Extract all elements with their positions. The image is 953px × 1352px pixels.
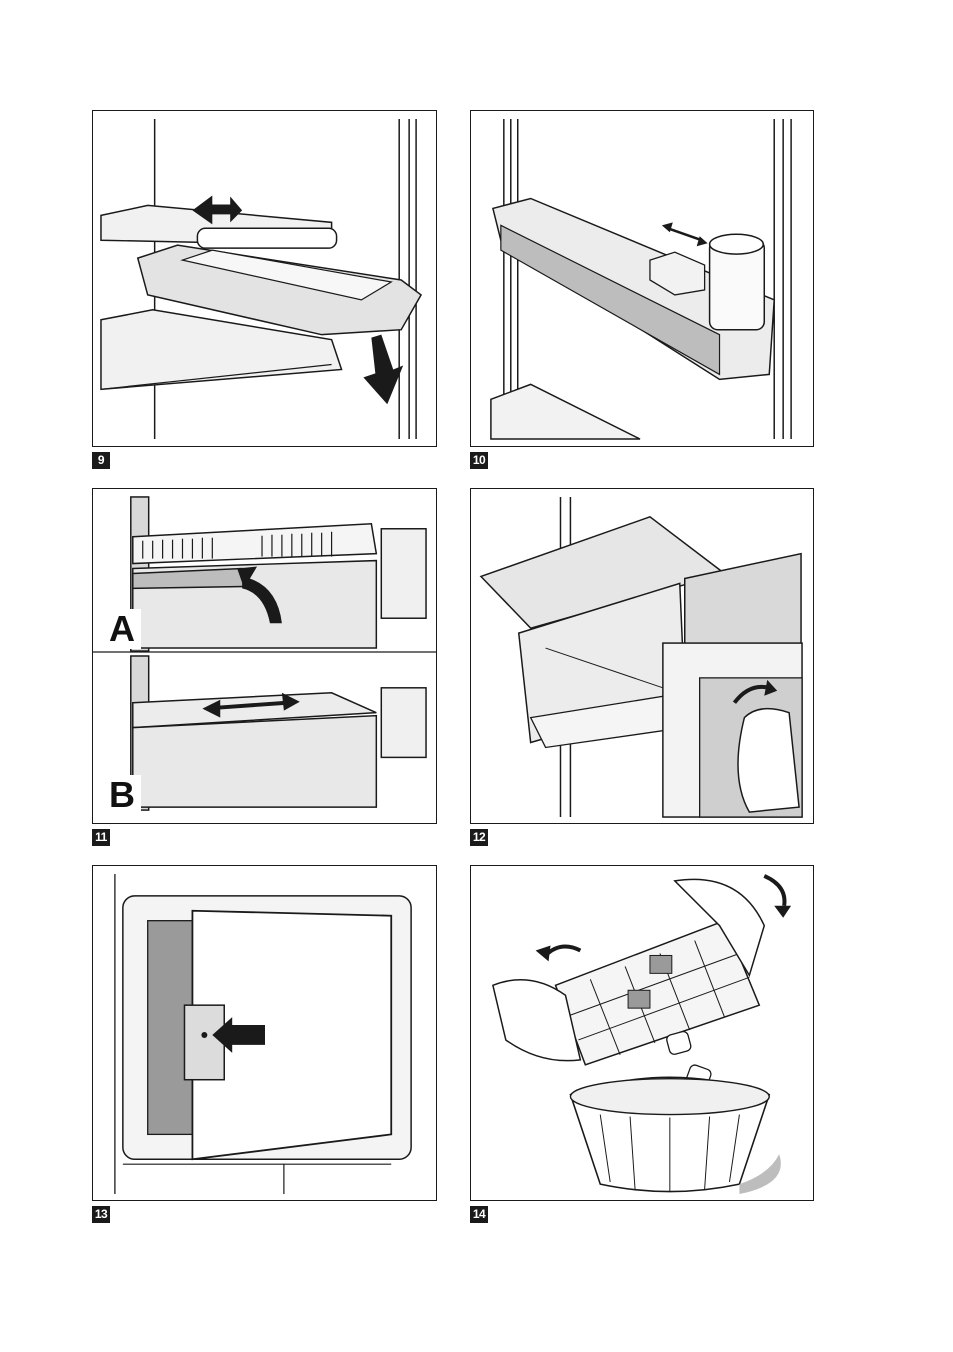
figure-13-illustration: [92, 865, 437, 1201]
figure-10-illustration: [470, 110, 814, 447]
figure-12-illustration: [470, 488, 814, 824]
hand-icon: [738, 709, 799, 812]
figure-9-illustration: [92, 110, 437, 447]
figure-number: 12: [470, 829, 488, 846]
figure-number: 11: [92, 829, 110, 846]
figure-number: 10: [470, 452, 488, 469]
slide-arrow-icon: [662, 222, 708, 246]
sub-label-b: B: [103, 775, 141, 815]
freezer-door-drawing: [93, 866, 436, 1200]
figure-number: 14: [470, 1206, 488, 1223]
down-arrow-icon: [363, 335, 403, 405]
ice-tray-drawing: [471, 866, 813, 1200]
shelf-tray-drawing: [93, 111, 436, 446]
rotate-left-arrow-icon: [546, 947, 581, 956]
figure-number: 9: [92, 452, 110, 469]
figure-11-illustration: A B: [92, 488, 437, 824]
figure-number: 13: [92, 1206, 110, 1223]
rotate-right-arrow-icon: [764, 876, 784, 906]
hinged-shelf-drawing: [471, 489, 813, 823]
drawer-cover-drawing: [93, 489, 436, 823]
figure-14-illustration: [470, 865, 814, 1201]
sub-label-a: A: [103, 609, 141, 649]
door-shelf-drawing: [471, 111, 813, 446]
